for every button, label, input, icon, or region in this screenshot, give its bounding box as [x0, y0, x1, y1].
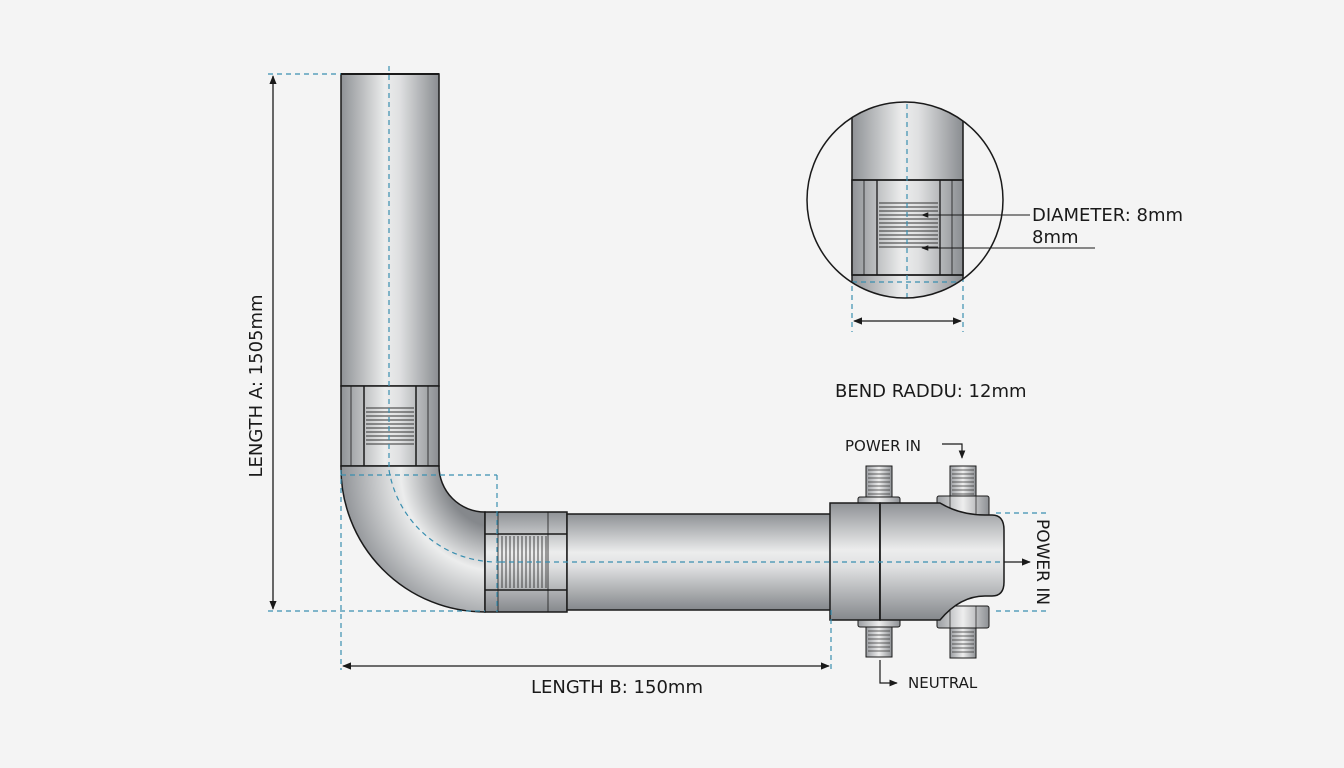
vertical-thread-lines: [366, 407, 414, 445]
diameter-sub-label: 8mm: [1032, 227, 1079, 248]
power-in-leader: [942, 443, 966, 459]
pipe-elbow: [340, 465, 486, 613]
power-in-side-label: POWER IN: [1032, 519, 1052, 605]
neutral-leader: [879, 660, 898, 687]
bend-radius-label: BEND RADDU: 12mm: [835, 381, 1027, 402]
detail-thread-lines: [879, 202, 938, 248]
guide-lines: [268, 66, 1050, 670]
length-a-label: LENGTH A: 1505mm: [246, 294, 267, 477]
bottom-left-bolt: [857, 616, 901, 658]
neutral-label: NEUTRAL: [908, 674, 978, 692]
vertical-pipe: [340, 73, 440, 387]
vertical-threaded-coupling: [340, 385, 440, 467]
detail-view: [806, 101, 1095, 325]
power-in-top-label: POWER IN: [845, 437, 921, 455]
diameter-label: DIAMETER: 8mm: [1032, 205, 1183, 226]
length-b-label: LENGTH B: 150mm: [531, 677, 703, 698]
bottom-right-bolt: [936, 605, 990, 659]
top-left-bolt: [857, 465, 901, 508]
detail-circle: [806, 101, 1004, 299]
